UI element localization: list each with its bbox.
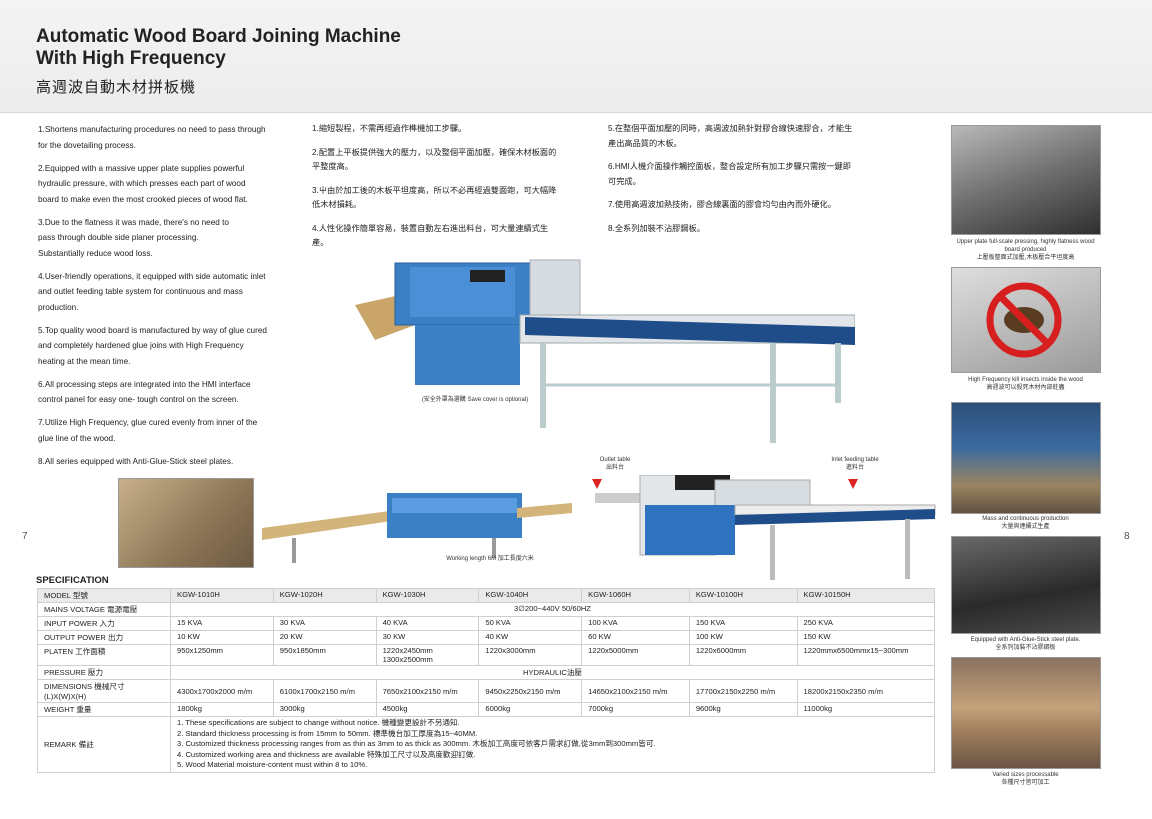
feature-en-item-line: 8.All series equipped with Anti-Glue-Sti… [38, 456, 234, 466]
page-title: Automatic Wood Board Joining Machine Wit… [36, 26, 401, 69]
feature-en-item: 1.Shortens manufacturing procedures no n… [38, 122, 288, 153]
feature-cn-item: 8.全系列加裝不沾膠鋼板。 [608, 222, 853, 237]
spec-row-platen: PLATEN 工作面積 950x1250mm 950x1850mm 1220x2… [37, 644, 936, 666]
working-length-machine-illustration [262, 493, 572, 563]
feature-cn-item: 4.人性化操作簡單容易，裝置自動左右進出料台，可大量連續式生產。 [312, 222, 562, 251]
photo-insects [951, 267, 1101, 373]
feature-cn-item-line: 生產。 [312, 223, 549, 248]
label-outlet-table: Outlet table 出料台 [599, 457, 631, 471]
feature-en-item-line: 4.User-friendly operations, it equipped … [38, 271, 266, 281]
feature-cn-item-line: 鍵即可完成。 [608, 162, 851, 186]
label-inlet-table: Inlet feeding table 進料台 [831, 457, 879, 471]
main-machine-illustration [355, 259, 855, 443]
feature-en-item-line: control panel for easy one- tough contro… [38, 395, 239, 404]
caption-insects: High Frequency kill insects inside the w… [968, 377, 1083, 391]
feature-en-item-line: heating at the mean time. [38, 356, 131, 366]
feature-en-item: 5.Top quality wood board is manufactured… [38, 323, 288, 370]
photo-mass-production [951, 402, 1101, 514]
feature-cn-item: 6.HMI人機介面操作觸控面板，整合設定所有加工步驟只需按一鍵即可完成。 [608, 160, 853, 189]
feature-cn-item-line: 1.縮短製程，不需再經過作榫機加工步驟。 [312, 124, 467, 133]
spec-row-output: OUTPUT POWER 出力 10 KW 20 KW 30 KW 40 KW … [37, 630, 936, 645]
photo-steel-plate [951, 536, 1101, 634]
feature-en-item-line: and outlet feeding table system for cont… [38, 287, 243, 296]
feature-en-item: 2.Equipped with a massive upper plate su… [38, 161, 288, 208]
spec-row-voltage: MAINS VOLTAGE 電源電壓 3∅200~440V 50/60HZ [37, 602, 935, 617]
feature-en-item-line: Substantially reduce wood loss. [38, 248, 153, 258]
caption-upper-plate: Upper plate full-scale pressing, highly … [956, 239, 1095, 261]
feature-en-item-line: for the dovetailing process. [38, 140, 136, 150]
feature-en-item-line: glue line of the wood. [38, 433, 116, 443]
feature-cn-item-line: 幅降低木材損耗。 [312, 185, 557, 210]
feature-cn-item: 2.配置上平板提供強大的壓力，以及整個平面加壓，確保木材板面的平整度高。 [312, 146, 562, 175]
feature-en-item-line: 3.Due to the flatness it was made, there… [38, 217, 229, 227]
spec-row-input: INPUT POWER 入力 15 KVA 30 KVA 40 KVA 50 K… [37, 616, 936, 631]
feature-en-item: 6.All processing steps are integrated in… [38, 377, 288, 408]
page-title-cn: 高週波自動木材拼板機 [36, 79, 197, 96]
feature-en-item-line: and completely hardened glue joins with … [38, 341, 244, 350]
feed-tables-machine-illustration [592, 475, 936, 580]
page-number-left: 7 [22, 531, 28, 542]
spec-row-model: MODEL 型號 KGW-1010H KGW-1020H KGW-1030H K… [37, 588, 936, 603]
feature-en-item-line: 7.Utilize High Frequency, glue cured eve… [38, 418, 258, 427]
feature-cn-item-line: 3.屮由於加工後的木板平坦度高，所以不必再經過雙面鉋，可大 [312, 185, 540, 195]
caption-working-length: Working length 6M 加工長度六米 [446, 556, 534, 562]
feature-en-item-line: hydraulic pressure, with which presses e… [38, 179, 246, 188]
features-english: 1.Shortens manufacturing procedures no n… [38, 122, 288, 477]
feature-cn-item-line: 7.使用高週波加熱技術，膠合線裏面的膠會均勻由內而外硬化。 [608, 200, 836, 209]
feature-en-item: 4.User-friendly operations, it equipped … [38, 269, 288, 316]
feature-cn-item: 5.在整個平面加壓的同時，高週波加熱針對膠合線快速膠合，才能生產出高品質的木板。 [608, 122, 853, 151]
spec-title: SPECIFICATION [36, 575, 109, 586]
feature-cn-item-line: 4.人性化操作簡單容易，裝置自動左右進出料台，可大量連續式 [312, 223, 540, 233]
feature-cn-item-line: 2.配置上平板提供強大的壓力，以及整個平面加壓，確保木材 [312, 147, 532, 157]
caption-machine-main: (安全外罩為選購 Save cover is optional) [421, 397, 529, 403]
feature-en-item: 8.All series equipped with Anti-Glue-Sti… [38, 454, 288, 470]
no-insect-icon [986, 282, 1062, 358]
feature-en-item-line: pass through double side planer processi… [38, 233, 199, 242]
feature-cn-item-line: 板面的平整度高。 [312, 147, 557, 172]
caption-varied-sizes: Varied sizes processable 各種尺寸皆可加工 [992, 772, 1059, 786]
spec-row-weight: WEIGHT 重量 1800kg 3000kg 4500kg 6000kg 70… [37, 702, 936, 717]
features-chinese-1: 1.縮短製程，不需再經過作榫機加工步驟。 2.配置上平板提供強大的壓力，以及整個平… [312, 122, 562, 260]
feature-cn-item-line: 能生產出高品質的木板。 [608, 124, 853, 148]
feature-cn-item: 1.縮短製程，不需再經過作榫機加工步驟。 [312, 122, 562, 137]
photo-upper-plate [951, 125, 1101, 235]
spec-table: MODEL 型號 KGW-1010H KGW-1020H KGW-1030H K… [37, 588, 936, 773]
feature-cn-item-line: 5.在整個平面加壓的同時，高週波加熱針對膠合線快速膠合，才 [608, 124, 836, 133]
spec-row-pressure: PRESSURE 壓力 HYDRAULIC油壓 [37, 665, 935, 680]
feature-en-item: 3.Due to the flatness it was made, there… [38, 215, 288, 262]
feature-en-item-line: 6.All processing steps are integrated in… [38, 379, 251, 389]
photo-varied-sizes [951, 657, 1101, 769]
feature-en-item: 7.Utilize High Frequency, glue cured eve… [38, 415, 288, 446]
page-number-right: 8 [1124, 531, 1130, 542]
photo-wood-boards [118, 478, 254, 568]
caption-steel-plate: Equipped with Anti-Glue-Stick steel plat… [970, 637, 1081, 651]
feature-en-item-line: 1.Shortens manufacturing procedures no n… [38, 125, 266, 134]
feature-cn-item-line: 6.HMI人機介面操作觸控面板，整合設定所有加工步驟只需按一 [608, 162, 835, 171]
caption-mass-production: Mass and continuous production 大量與連續式生產 [982, 516, 1069, 530]
feature-en-item-line: 5.Top quality wood board is manufactured… [38, 325, 267, 335]
feature-en-item-line: production. [38, 302, 79, 312]
spec-row-dimensions: DIMENSIONS 機械尺寸(L)X(W)X(H) 4300x1700x200… [37, 679, 936, 703]
header-band: Automatic Wood Board Joining Machine Wit… [0, 0, 1152, 113]
feature-cn-item: 7.使用高週波加熱技術，膠合線裏面的膠會均勻由內而外硬化。 [608, 198, 853, 213]
feature-cn-item: 3.屮由於加工後的木板平坦度高，所以不必再經過雙面鉋，可大幅降低木材損耗。 [312, 184, 562, 213]
spec-row-remark: REMARK 備註 1. These specifications are su… [37, 716, 935, 773]
features-chinese-2: 5.在整個平面加壓的同時，高週波加熱針對膠合線快速膠合，才能生產出高品質的木板。… [608, 122, 853, 245]
feature-en-item-line: board to make even the most crooked piec… [38, 194, 248, 204]
feature-en-item-line: 2.Equipped with a massive upper plate su… [38, 163, 245, 173]
feature-cn-item-line: 8.全系列加裝不沾膠鋼板。 [608, 223, 705, 233]
